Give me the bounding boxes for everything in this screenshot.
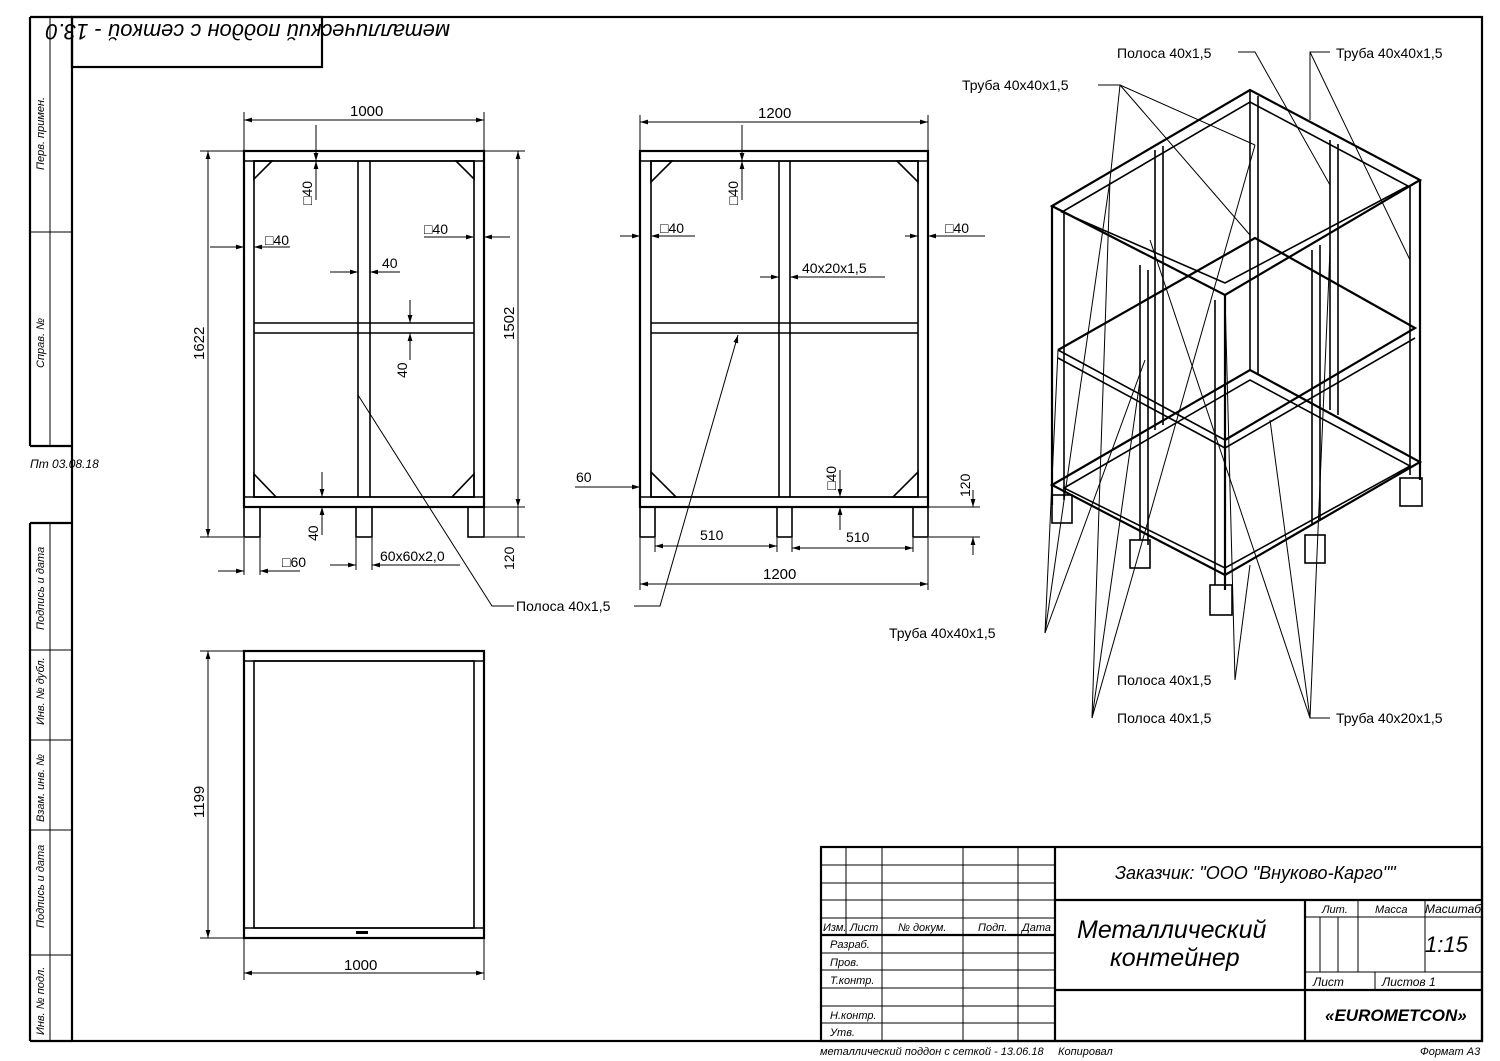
rotated-title-box: металлический поддон с сеткой - 13.0 — [45, 15, 450, 69]
front-width-label: 1000 — [350, 103, 383, 120]
front-tube-right-label: □40 — [424, 221, 448, 237]
side-stamp-labels: Перв. примен. Справ. № Подпись и дата Ин… — [35, 97, 47, 1035]
front-bottom-40-label: 40 — [305, 525, 321, 541]
tb-prov: Пров. — [830, 957, 859, 969]
side-width-bottom-label: 1200 — [763, 566, 796, 583]
front-mid-bar-v-label: 40 — [394, 362, 410, 378]
strip-label: Полоса 40х1,5 — [516, 598, 611, 614]
side-plate-label: 60 — [576, 469, 592, 485]
tb-razrab: Разраб. — [830, 939, 870, 951]
tb-utv: Утв. — [829, 1027, 855, 1039]
tb-company: «EUROMETCON» — [1325, 1006, 1467, 1025]
tb-sheets: Листов 1 — [1381, 975, 1436, 989]
tb-list: Лист — [849, 922, 878, 934]
front-tube-left-label: □40 — [265, 232, 289, 248]
side-width-top-label: 1200 — [758, 105, 791, 122]
side-tube-left-label: □40 — [660, 220, 684, 236]
tb-izm: Изм. — [823, 922, 846, 934]
tb-customer: Заказчик: "ООО "Внуково-Карго"" — [1115, 863, 1397, 883]
tb-sheet: Лист — [1312, 975, 1344, 989]
top-height-label: 1199 — [191, 786, 208, 818]
rotated-title: металлический поддон с сеткой - 13.0 — [45, 19, 450, 44]
front-leg-height-label: 120 — [501, 546, 517, 570]
top-width-label: 1000 — [344, 957, 377, 974]
front-height-inner-label: 1502 — [501, 307, 518, 340]
tb-mass: Масса — [1375, 904, 1408, 916]
title-block: Изм. Лист № докум. Подп. Дата Разраб. Пр… — [819, 845, 1484, 1043]
iso-tube-top-left-label: Труба 40х40х1,5 — [962, 77, 1069, 93]
tb-name-line2: контейнер — [1110, 944, 1240, 972]
front-height-total-label: 1622 — [191, 327, 208, 360]
footer-filename: металлический поддон с сеткой - 13.06.18 — [820, 1046, 1044, 1058]
stamp-perv-primen: Перв. примен. — [35, 97, 47, 170]
tb-podp: Подп. — [978, 922, 1007, 934]
front-view: 1000 1622 1502 120 □40 □40 □40 40 40 40 — [191, 103, 525, 575]
stamp-podp-data-2: Подпись и дата — [35, 845, 47, 928]
tb-scale: 1:15 — [1425, 932, 1469, 957]
side-mid-profile-label: 40x20x1,5 — [802, 260, 867, 276]
side-tube-right-label: □40 — [945, 220, 969, 236]
front-tube-top-label: □40 — [299, 181, 315, 205]
side-span-left-label: 510 — [700, 527, 724, 543]
iso-tube-bottom-left-label: Труба 40х40х1,5 — [889, 625, 996, 641]
iso-tube-top-right-label: Труба 40х40х1,5 — [1336, 45, 1443, 61]
iso-strip-bottom-2-label: Полоса 40х1,5 — [1117, 710, 1212, 726]
tb-tkontr: Т.контр. — [830, 975, 874, 987]
side-leg-height-label: 120 — [957, 473, 973, 497]
stamp-podp-data-1: Подпись и дата — [35, 547, 47, 630]
tb-lit: Лит. — [1321, 904, 1348, 916]
iso-tube-bottom-right-label: Труба 40х20х1,5 — [1336, 710, 1443, 726]
tb-doc-no: № докум. — [898, 922, 946, 934]
stamp-inv-dubl: Инв. № дубл. — [35, 657, 47, 725]
tb-data: Дата — [1020, 922, 1051, 934]
side-view: 1200 □40 □40 □40 40x20x1,5 60 □40 120 51… — [575, 105, 985, 590]
stamp-sprav-no: Справ. № — [35, 318, 47, 368]
stamp-inv-podl: Инв. № подл. — [35, 967, 47, 1035]
tb-nkontr: Н.контр. — [830, 1010, 877, 1022]
stamp-date: Пт 03.08.18 — [30, 457, 99, 471]
drawing-frame — [28, 15, 1484, 1043]
front-mid-bar-label: 40 — [382, 255, 398, 271]
footer-format: Формат А3 — [1420, 1046, 1481, 1058]
isometric-view: Полоса 40х1,5 Труба 40х40х1,5 Труба 40х4… — [889, 45, 1443, 726]
stamp-vzam-inv: Взам. инв. № — [35, 754, 47, 822]
footer-copied: Копировал — [1058, 1046, 1113, 1058]
tb-name-line1: Металлический — [1077, 916, 1266, 944]
tb-scale-label: Масштаб — [1425, 902, 1482, 916]
side-tube-top-label: □40 — [725, 181, 741, 205]
front-leg-label: □60 — [282, 554, 306, 570]
iso-strip-bottom-1-label: Полоса 40х1,5 — [1117, 672, 1212, 688]
side-span-right-label: 510 — [846, 529, 870, 545]
front-leg-profile-label: 60x60x2,0 — [380, 548, 445, 564]
side-bottom-40-label: □40 — [823, 466, 839, 490]
strip-leader: Полоса 40х1,5 — [357, 334, 739, 614]
iso-strip-top-label: Полоса 40х1,5 — [1117, 45, 1212, 61]
top-view: 1199 1000 — [191, 649, 486, 980]
